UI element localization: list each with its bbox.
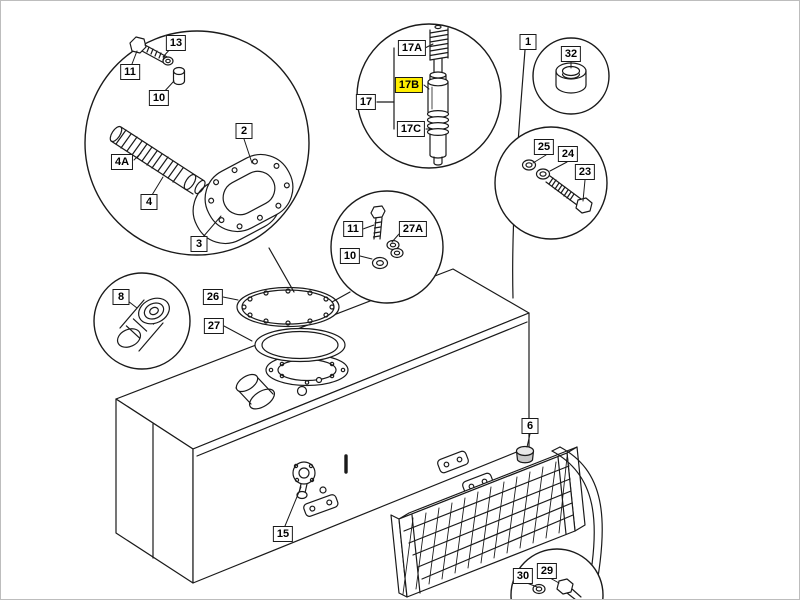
part-label-6[interactable]: 6: [521, 418, 539, 434]
part-label-32[interactable]: 32: [560, 46, 582, 62]
part-label-10b[interactable]: 10: [339, 248, 361, 264]
part-label-17A[interactable]: 17A: [397, 40, 427, 56]
part-label-17[interactable]: 17: [355, 94, 377, 110]
part-label-11b[interactable]: 11: [343, 221, 363, 237]
part-label-2[interactable]: 2: [235, 123, 253, 139]
part-label-4[interactable]: 4: [140, 194, 158, 210]
leader-lines: [127, 43, 586, 588]
cover-plate-26-art: [236, 286, 340, 328]
strainer-cone-8-art: [116, 297, 170, 352]
connector-hardware-circle: [268, 247, 295, 293]
part-label-11[interactable]: 11: [120, 64, 140, 80]
part-label-3[interactable]: 3: [190, 236, 208, 252]
callout-circles: [84, 23, 610, 599]
part-label-24[interactable]: 24: [557, 146, 579, 162]
connector-boltset-circle: [331, 291, 351, 303]
cooler-art: [390, 446, 603, 599]
part-label-4A[interactable]: 4A: [110, 154, 134, 170]
part-label-17C[interactable]: 17C: [396, 121, 426, 137]
part-label-8[interactable]: 8: [112, 289, 130, 305]
cap-6-art: [515, 445, 535, 464]
part-label-13[interactable]: 13: [165, 35, 187, 51]
part-label-15[interactable]: 15: [272, 526, 294, 542]
cooler-bolts-callout-art: [532, 578, 582, 599]
part-label-30[interactable]: 30: [512, 568, 534, 584]
part-label-27A[interactable]: 27A: [398, 221, 428, 237]
part-label-27[interactable]: 27: [203, 318, 225, 334]
part-label-26[interactable]: 26: [202, 289, 224, 305]
hose-art: [109, 125, 206, 195]
cooler-fins: [402, 456, 568, 595]
tank-art: [115, 268, 535, 584]
part-label-10[interactable]: 10: [148, 90, 170, 106]
part-label-25[interactable]: 25: [533, 139, 555, 155]
bolt-washers-callout-art: [521, 159, 593, 214]
part-label-1[interactable]: 1: [519, 34, 537, 50]
hardware-flange-callout-art: [109, 36, 294, 245]
drain-cock-15-art: [292, 461, 339, 517]
gasket-27-art: [254, 327, 346, 363]
bolt-washer-set-callout-art: [370, 205, 404, 270]
flange-plate-2-art: [204, 153, 294, 233]
part-label-23[interactable]: 23: [574, 164, 596, 180]
part-label-29[interactable]: 29: [536, 563, 558, 579]
filler-neck-art: [235, 373, 276, 410]
part-label-17B[interactable]: 17B: [394, 77, 424, 93]
